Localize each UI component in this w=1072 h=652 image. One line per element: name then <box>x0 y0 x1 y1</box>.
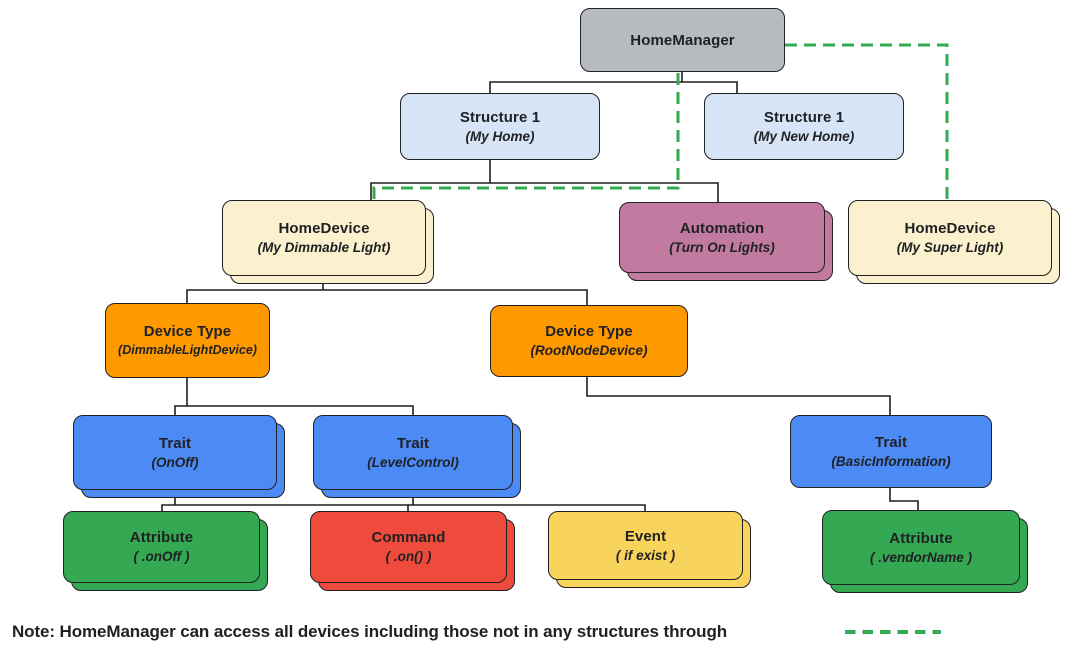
node-title: Command <box>371 529 446 547</box>
node-title: Trait <box>158 434 192 452</box>
node-title: Event <box>624 527 667 545</box>
node-command-on: Command ( .on() ) <box>310 511 515 591</box>
node-subtitle: ( .vendorName ) <box>869 549 973 565</box>
node-subtitle: (OnOff) <box>151 454 199 470</box>
node-subtitle: (LevelControl) <box>367 454 459 470</box>
node-subtitle: (RootNodeDevice) <box>530 343 648 359</box>
node-title: Attribute <box>129 529 194 547</box>
node-title: Attribute <box>889 529 953 547</box>
connector-devicetype1-traits <box>174 378 414 415</box>
node-title: Structure 1 <box>459 108 541 126</box>
node-title: Trait <box>396 434 430 452</box>
node-structure-my-home: Structure 1 (My Home) <box>400 93 600 160</box>
node-attribute-onoff: Attribute ( .onOff ) <box>63 511 268 591</box>
node-subtitle: (My Dimmable Light) <box>257 240 391 256</box>
node-devicetype-rootnodedevice: Device Type (RootNodeDevice) <box>490 305 688 377</box>
node-trait-onoff: Trait (OnOff) <box>73 415 285 498</box>
node-devicetype-dimmablelightdevice: Device Type (DimmableLightDevice) <box>105 303 270 378</box>
node-title: Device Type <box>545 323 633 341</box>
node-subtitle: (My Home) <box>465 128 535 144</box>
node-title: HomeDevice <box>278 220 370 238</box>
connector-structure-devices <box>370 160 719 202</box>
node-title: Trait <box>874 433 908 451</box>
node-subtitle: ( .onOff ) <box>133 549 190 565</box>
connector-trait-vendorname <box>889 488 919 510</box>
node-subtitle: (My New Home) <box>753 128 855 144</box>
node-title: Automation <box>679 219 765 237</box>
node-title: Structure 1 <box>763 108 845 126</box>
dashed-link-homemanager-dimmable-light <box>372 73 680 199</box>
node-subtitle: (Turn On Lights) <box>669 239 775 255</box>
node-title: HomeManager <box>630 31 735 49</box>
node-subtitle: (My Super Light) <box>896 240 1004 256</box>
connector-devicetype2-trait <box>586 377 891 415</box>
dashed-link-homemanager-super-light <box>785 43 949 199</box>
node-homemanager: HomeManager <box>580 8 785 72</box>
node-subtitle: ( if exist ) <box>615 547 676 563</box>
node-attribute-vendorname: Attribute ( .vendorName ) <box>822 510 1028 593</box>
node-trait-basicinformation: Trait (BasicInformation) <box>790 415 992 488</box>
node-homedevice-my-super-light: HomeDevice (My Super Light) <box>848 200 1060 284</box>
node-subtitle: (DimmableLightDevice) <box>118 343 257 358</box>
node-automation-turn-on-lights: Automation (Turn On Lights) <box>619 202 833 281</box>
footnote-text: Note: HomeManager can access all devices… <box>12 622 728 641</box>
node-title: HomeDevice <box>904 220 996 238</box>
node-trait-levelcontrol: Trait (LevelControl) <box>313 415 521 498</box>
node-event-if-exist: Event ( if exist ) <box>548 511 751 588</box>
node-structure-my-new-home: Structure 1 (My New Home) <box>704 93 904 160</box>
node-title: Device Type <box>143 323 232 341</box>
node-homedevice-my-dimmable-light: HomeDevice (My Dimmable Light) <box>222 200 434 284</box>
node-subtitle: (BasicInformation) <box>831 453 951 469</box>
node-subtitle: ( .on() ) <box>385 549 432 565</box>
connector-homemanager-structures <box>489 72 738 93</box>
